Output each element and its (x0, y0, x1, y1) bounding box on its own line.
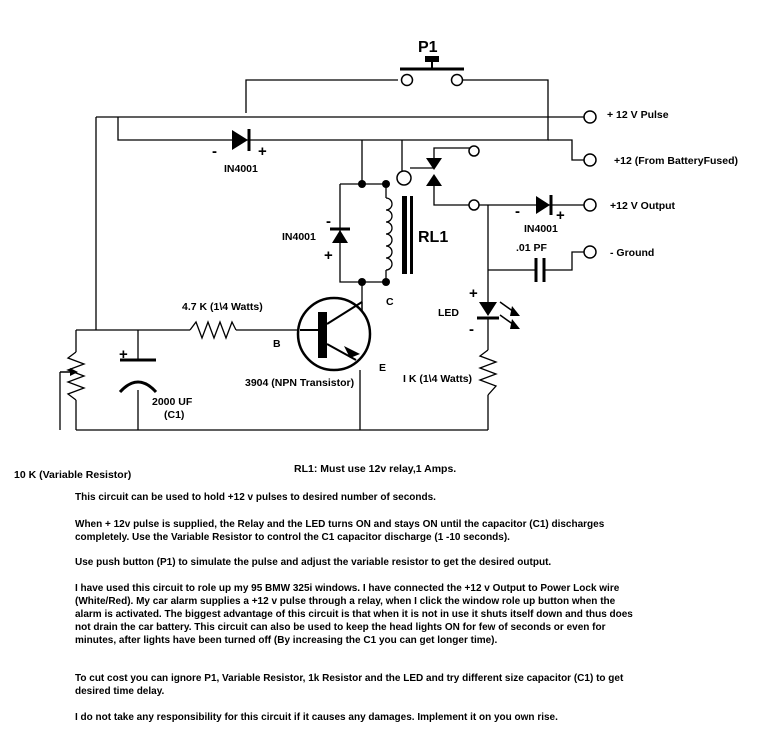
label-pin-e: E (379, 362, 386, 374)
label-variable-resistor: 10 K (Variable Resistor) (14, 469, 131, 480)
labels: P1 + 12 V Pulse +12 (From BatteryFused) … (14, 39, 738, 480)
label-diode-top: IN4001 (224, 163, 258, 175)
diode-coil-minus: - (326, 213, 331, 230)
transistor-npn (296, 296, 372, 372)
description-paragraph-2: When + 12v pulse is supplied, the Relay … (75, 519, 605, 543)
label-cap-value: 2000 UF (152, 396, 193, 408)
diode-output (536, 195, 553, 215)
variable-resistor (59, 351, 86, 430)
capacitor-c1 (118, 358, 158, 394)
label-pin-b: B (273, 338, 281, 350)
led-plus: + (469, 285, 478, 302)
battery-terminal (583, 153, 597, 167)
label-relay: RL1 (418, 229, 448, 246)
pulse-terminal (583, 110, 597, 124)
relay-switch (396, 145, 480, 211)
description-paragraph-3: Use push button (P1) to simulate the pul… (75, 557, 552, 568)
wires (75, 79, 586, 431)
label-output: +12 V Output (610, 200, 676, 212)
label-led: LED (438, 307, 459, 319)
label-diode-output: IN4001 (524, 223, 558, 235)
diode-coil-plus: + (324, 247, 333, 264)
terminals (583, 110, 597, 259)
push-button-p1 (400, 56, 464, 87)
label-ground: - Ground (610, 247, 654, 259)
diode-top (232, 129, 251, 151)
label-capacitor-small: .01 PF (516, 242, 548, 254)
led-minus: - (469, 321, 474, 338)
label-pin-c: C (386, 296, 394, 308)
diode-coil (330, 227, 350, 243)
resistor-base (189, 320, 237, 340)
circuit-schematic: P1 + 12 V Pulse +12 (From BatteryFused) … (14, 39, 738, 480)
description-paragraph-6: I do not take any responsibility for thi… (75, 712, 558, 723)
label-cap-name: (C1) (164, 409, 184, 421)
relay-coil (358, 180, 413, 286)
label-diode-coil: IN4001 (282, 231, 316, 243)
description-paragraph-1: This circuit can be used to hold +12 v p… (75, 492, 436, 503)
label-transistor: 3904 (NPN Transistor) (245, 377, 354, 389)
output-terminal (583, 198, 597, 212)
label-battery: +12 (From BatteryFused) (614, 155, 738, 167)
diode-output-plus: + (556, 207, 565, 224)
ground-terminal (583, 245, 597, 259)
label-p1: P1 (418, 39, 438, 56)
diode-top-plus: + (258, 143, 267, 160)
led (477, 288, 520, 329)
label-pulse: + 12 V Pulse (607, 109, 669, 121)
label-resistor-base: 4.7 K (1\4 Watts) (182, 301, 263, 313)
capacitor-small (534, 258, 546, 282)
cap-c1-plus: + (119, 346, 128, 363)
description-paragraph-5: To cut cost you can ignore P1, Variable … (75, 673, 624, 697)
resistor-led (478, 349, 498, 396)
description-paragraph-4: I have used this circuit to role up my 9… (75, 583, 633, 646)
label-relay-note: RL1: Must use 12v relay,1 Amps. (294, 463, 456, 475)
diode-output-minus: - (515, 203, 520, 220)
label-resistor-led: I K (1\4 Watts) (403, 373, 472, 385)
diode-top-minus: - (212, 143, 217, 160)
